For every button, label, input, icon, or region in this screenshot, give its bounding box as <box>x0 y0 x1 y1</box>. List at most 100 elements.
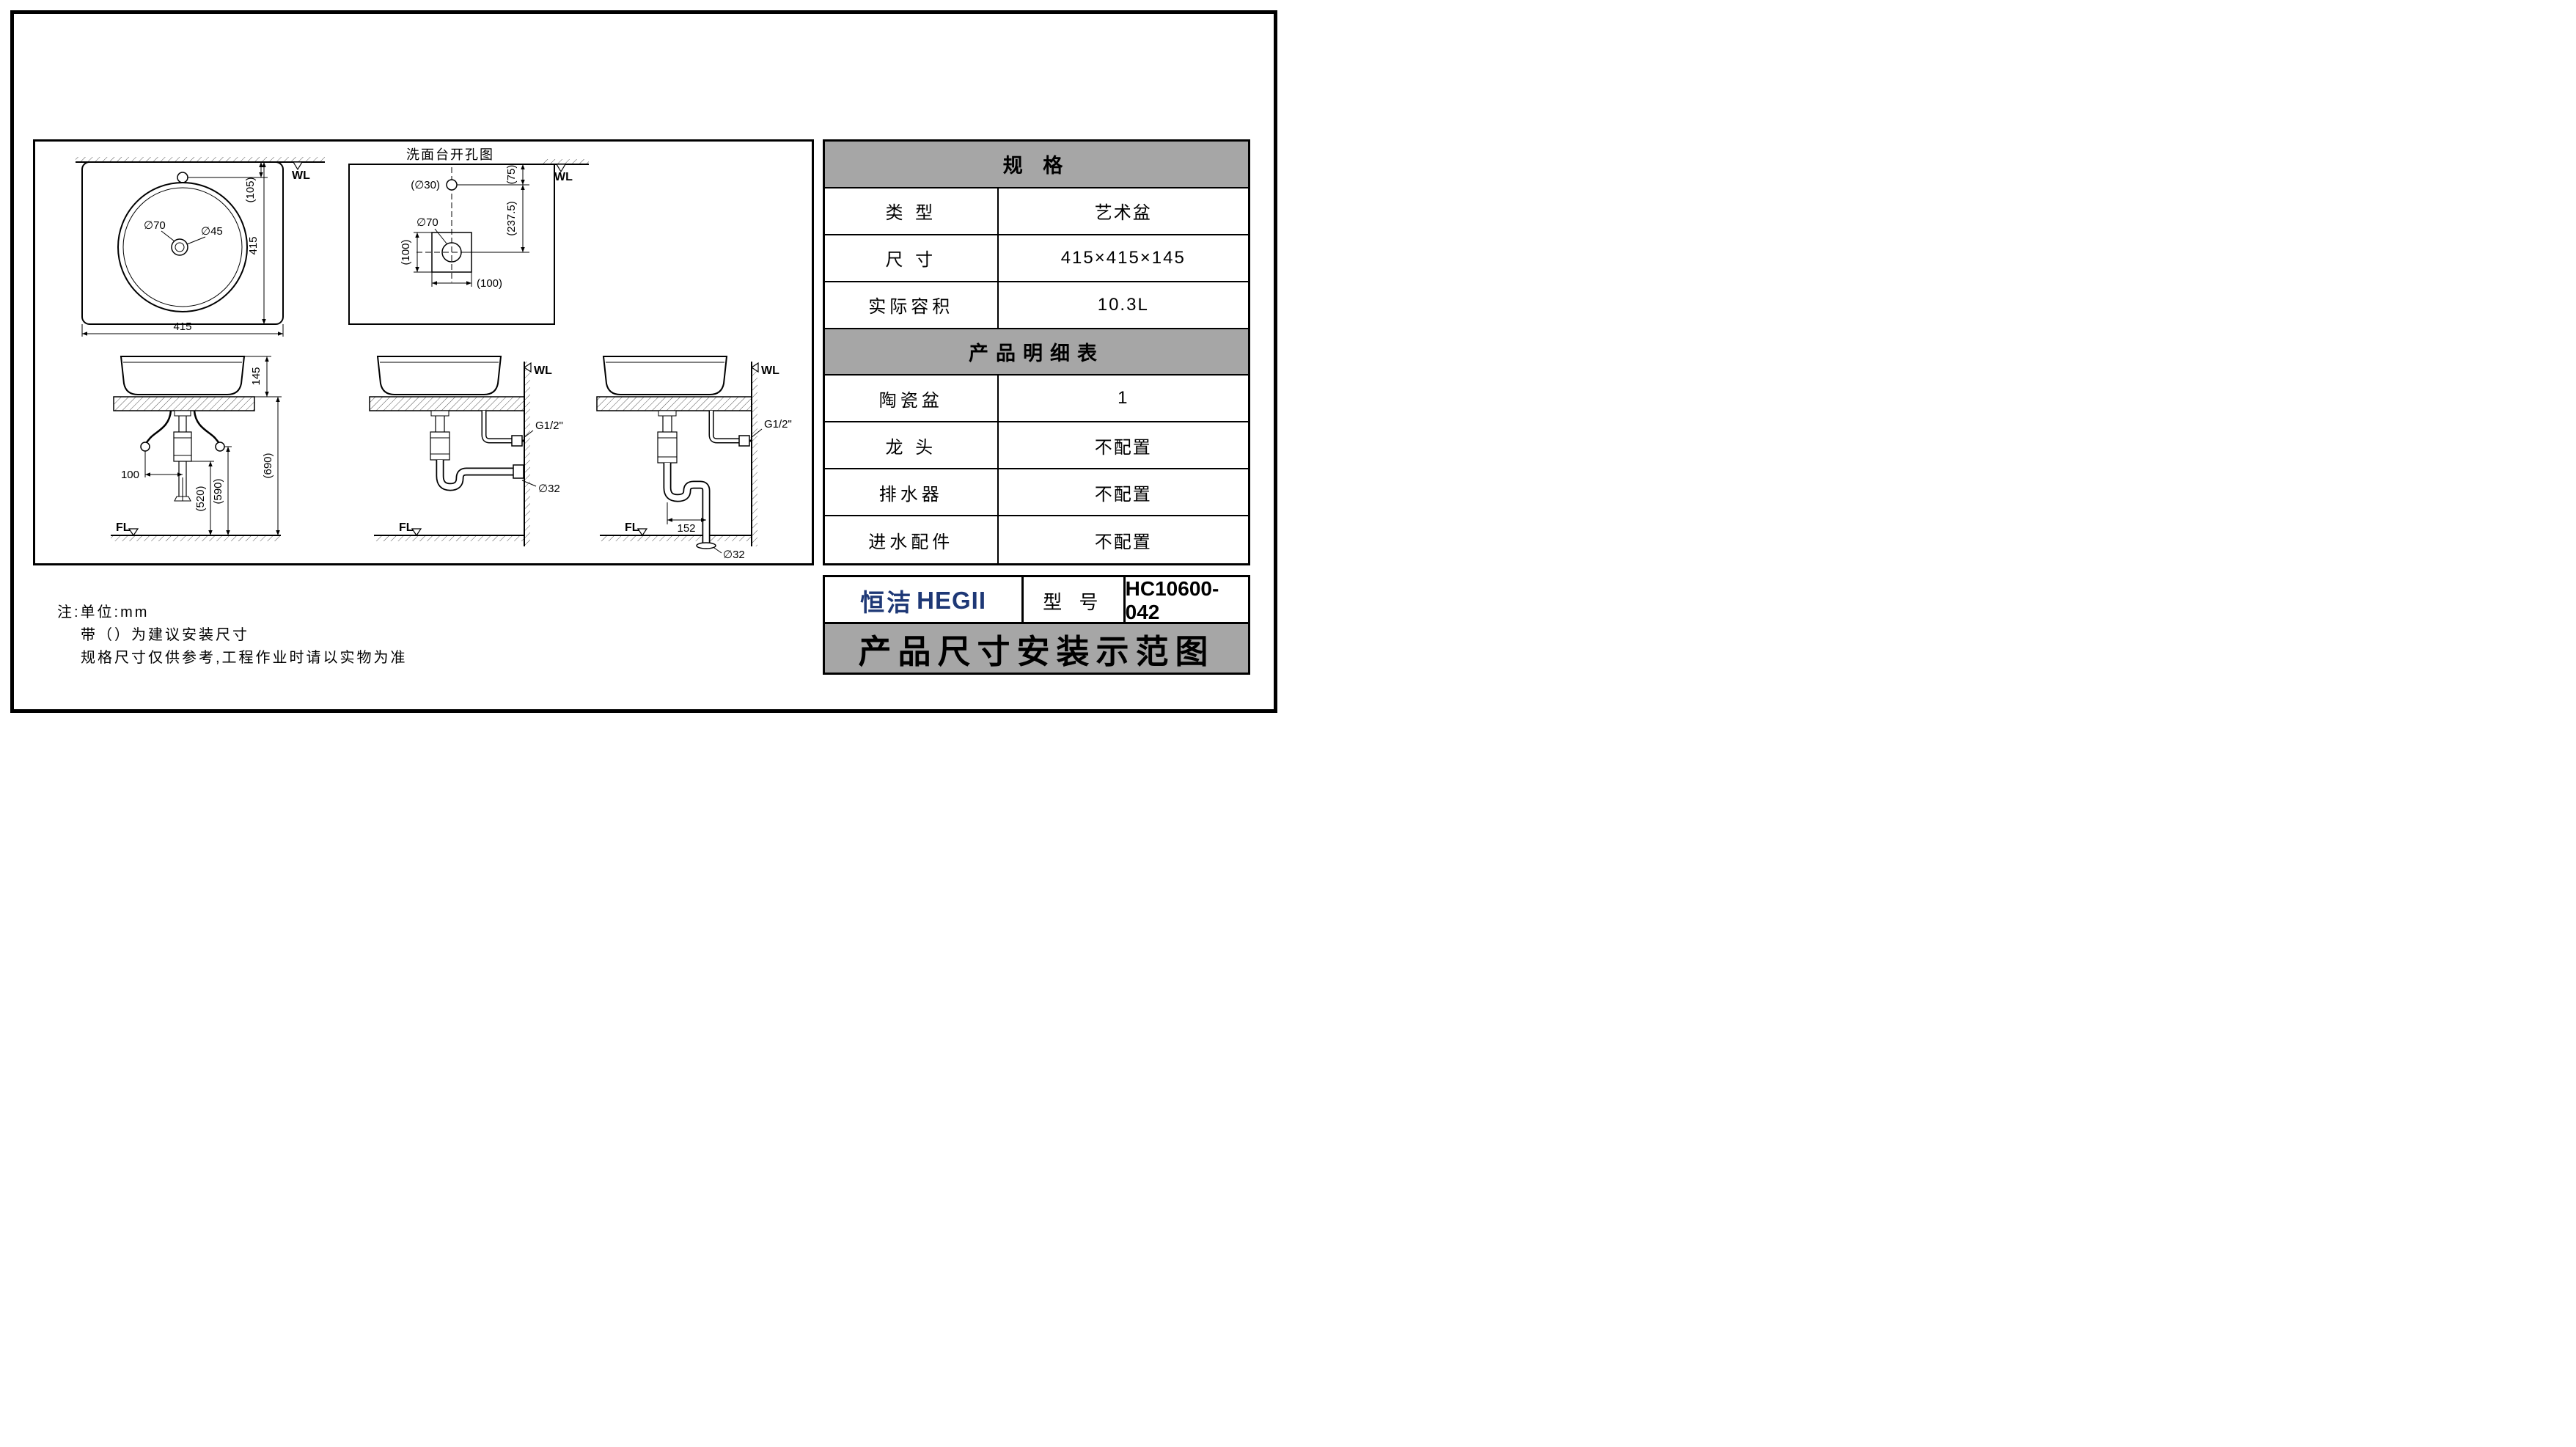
technical-drawings-panel: WL ∅70 ∅45 (105) 415 415 洗面台开孔图 WL <box>33 139 814 565</box>
drain-nut <box>658 410 677 417</box>
counter-slab <box>369 396 525 411</box>
technical-drawings: WL ∅70 ∅45 (105) 415 415 洗面台开孔图 WL <box>76 147 792 561</box>
p-trap-fill <box>437 460 515 490</box>
wall-hatch <box>76 157 325 162</box>
spec-table-title: 规 格 <box>825 142 1248 188</box>
floor-hatch <box>111 536 281 541</box>
spec-label-type: 类 型 <box>825 188 999 234</box>
spec-value-size: 415×415×145 <box>1060 247 1186 268</box>
leader-line <box>521 480 537 487</box>
wall-level-symbol <box>750 362 759 373</box>
dim105-label: (105) <box>244 177 257 202</box>
table-row: 类 型 艺术盆 <box>825 188 1248 235</box>
wall-level-symbol <box>555 164 567 173</box>
dia32-label: ∅32 <box>723 549 745 561</box>
faucet-hole-position <box>446 179 458 191</box>
spec-table: 规 格 类 型 艺术盆 尺 寸 415×415×145 实际容积 10.3L 产… <box>823 139 1250 565</box>
detail-label-faucet: 龙 头 <box>825 422 999 469</box>
dia32-label: ∅32 <box>538 483 560 495</box>
s-trap-fill <box>664 463 709 544</box>
basin-profile <box>602 356 728 395</box>
spec-label-capacity: 实际容积 <box>825 282 999 328</box>
drain-hole <box>175 242 185 252</box>
supply-pipe-fill <box>482 411 512 442</box>
leader-line <box>161 230 175 242</box>
supply-pipe-outline <box>481 411 512 444</box>
dim2375-label: (237.5) <box>505 201 518 236</box>
floor-hatch <box>600 536 752 541</box>
bottle-trap-body <box>657 431 678 464</box>
dia45-label: ∅45 <box>201 225 223 238</box>
dim100v-label: (100) <box>400 239 412 265</box>
floor-drain-flange <box>696 542 716 549</box>
title-block: 恒洁 HEGII 型 号 HC10600-042 产品尺寸安装示范图 <box>823 575 1250 675</box>
note-line-2: 带（）为建议安装尺寸 <box>81 627 249 643</box>
note-line-3: 规格尺寸仅供参考,工程作业时请以实物为准 <box>81 650 408 666</box>
dim520-label: (520) <box>194 486 207 511</box>
table-row: 排水器 不配置 <box>825 469 1248 517</box>
dim415h-label: 415 <box>173 320 191 333</box>
model-label: 型 号 <box>1024 577 1126 624</box>
cutout-title: 洗面台开孔图 <box>406 147 494 162</box>
dim690-label: (690) <box>262 453 274 478</box>
supply-pipe-outline <box>708 411 739 444</box>
supply-hose-right <box>193 410 219 443</box>
detail-value-basin: 1 <box>1118 388 1129 409</box>
leader-line <box>713 547 722 554</box>
dia70-label: ∅70 <box>417 216 438 229</box>
table-row: 尺 寸 415×415×145 <box>825 235 1248 282</box>
drawing-top-view: WL ∅70 ∅45 (105) 415 415 <box>76 157 325 337</box>
counter-slab <box>113 396 255 411</box>
floor-line-label: FL <box>116 521 131 534</box>
dim590-label: (590) <box>212 478 224 504</box>
bottle-trap-body <box>430 431 450 461</box>
drain-nut <box>430 410 449 417</box>
leader-line <box>186 236 206 245</box>
dim152-label: 152 <box>677 522 695 535</box>
counter-slab <box>596 396 752 411</box>
wall-hatch <box>752 362 757 546</box>
leader-line <box>523 430 534 439</box>
dim100h-label: (100) <box>477 277 502 290</box>
detail-value-inlet: 不配置 <box>1094 532 1152 552</box>
drawing-sheet: { "drawing": { "cutout_title": "洗面台开孔图",… <box>0 0 1288 723</box>
detail-table-title: 产品明细表 <box>825 329 1248 376</box>
supply-valve <box>511 435 523 447</box>
supply-valve-right <box>215 442 225 452</box>
title-block-top-row: 恒洁 HEGII 型 号 HC10600-042 <box>825 577 1248 624</box>
table-row: 实际容积 10.3L <box>825 282 1248 329</box>
notes: 注:单位:mm 带（）为建议安装尺寸 规格尺寸仅供参考,工程作业时请以实物为准 <box>57 601 408 670</box>
faucet-hole <box>177 172 188 183</box>
supply-thread-label: G1/2" <box>764 418 792 431</box>
wall-line-label: WL <box>761 365 779 377</box>
supply-valve <box>738 435 750 447</box>
drain-nut <box>174 410 191 417</box>
model-number: HC10600-042 <box>1125 577 1219 623</box>
dim100-label: 100 <box>121 469 139 481</box>
dia30-label: (∅30) <box>411 179 440 191</box>
floor-level-symbol <box>411 528 422 537</box>
drawing-side-view-heights: 145 (690) (520) (590) 100 FL <box>111 356 282 541</box>
dim145-label: 145 <box>250 367 263 385</box>
counter-outline <box>348 164 555 325</box>
floor-line-label: FL <box>399 521 414 534</box>
detail-value-drainer: 不配置 <box>1094 484 1152 505</box>
table-row: 龙 头 不配置 <box>825 422 1248 470</box>
floor-hatch <box>374 536 524 541</box>
supply-thread-label: G1/2" <box>535 420 563 432</box>
leader-line <box>434 228 447 244</box>
bowl-inner-circle <box>122 187 243 307</box>
leader-line <box>750 428 763 439</box>
wall-drain-flange <box>513 464 524 479</box>
wall-level-symbol <box>292 161 304 171</box>
brand-logo-en: HEGII <box>917 587 987 614</box>
drawing-cutout-diagram: 洗面台开孔图 WL (∅30) ∅70 (100) (100) (75) (23… <box>348 147 589 325</box>
floor-line-label: FL <box>625 521 639 534</box>
table-row: 陶瓷盆 1 <box>825 376 1248 423</box>
dim415v-label: 415 <box>247 236 260 254</box>
basin-profile <box>376 356 502 395</box>
brand-logo-cn: 恒洁 <box>860 589 914 616</box>
wall-hatch <box>541 159 589 164</box>
wall-hatch <box>525 362 530 546</box>
drawing-side-view-floor-drain: WL G1/2" ∅32 152 FL <box>596 356 792 561</box>
